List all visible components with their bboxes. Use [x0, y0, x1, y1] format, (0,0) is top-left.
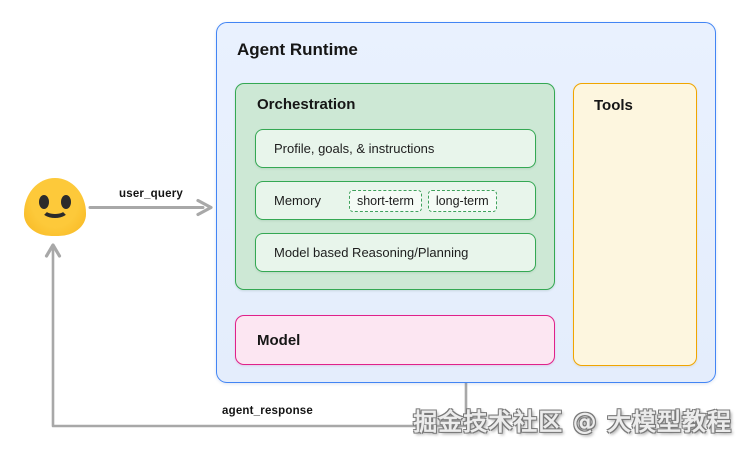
agent-response-arrow [44, 243, 468, 428]
agent-response-label: agent_response [222, 405, 313, 417]
memory-tag-short-term: short-term [348, 189, 422, 212]
memory-tag-long-term: long-term [427, 189, 497, 212]
user-query-arrow [88, 198, 213, 217]
tools-label: Tools [594, 97, 633, 114]
memory-label: Memory [274, 193, 321, 208]
arrowhead-right-icon [196, 198, 213, 217]
memory-tags: short-term long-term [348, 189, 497, 212]
profile-goals-instructions-label: Profile, goals, & instructions [274, 141, 435, 156]
reasoning-planning-label: Model based Reasoning/Planning [274, 245, 469, 260]
tools-box: Tools [573, 83, 697, 366]
reasoning-planning-box: Model based Reasoning/Planning [255, 233, 536, 272]
agent-runtime-title: Agent Runtime [237, 40, 358, 59]
model-box: Model [235, 315, 555, 365]
emoji-left-eye [39, 195, 49, 209]
profile-goals-instructions-box: Profile, goals, & instructions [255, 129, 536, 168]
user-query-label: user_query [119, 188, 184, 200]
emoji-smile [41, 201, 69, 218]
user-emoji-icon [24, 178, 86, 236]
orchestration-title: Orchestration [257, 96, 356, 113]
emoji-right-eye [61, 195, 71, 209]
arrowhead-up-icon [44, 243, 62, 258]
memory-box: Memory short-term long-term [255, 181, 536, 220]
model-label: Model [257, 331, 301, 349]
watermark-text: 掘金技术社区 @ 大模型教程 [413, 408, 732, 436]
